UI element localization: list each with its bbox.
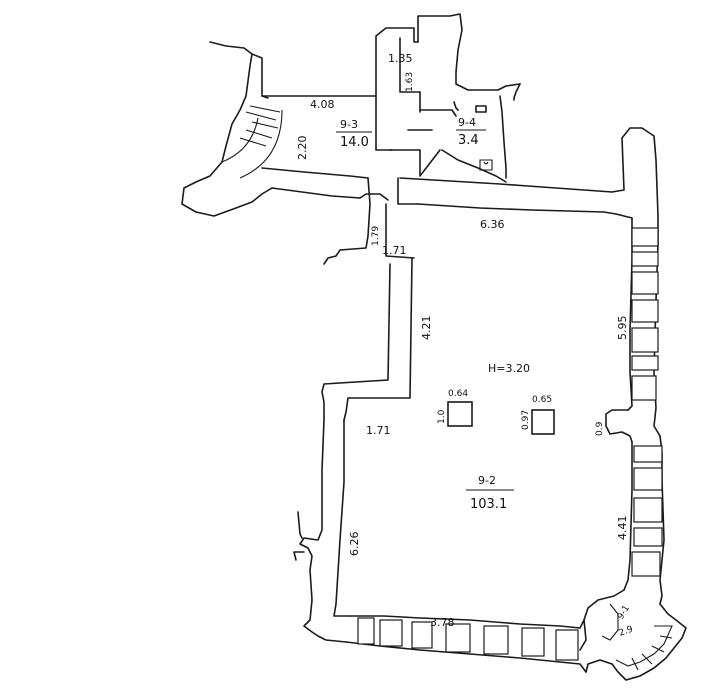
dim-0-64: 0.64 — [448, 389, 468, 399]
room-9-3-id: 9-3 — [340, 118, 358, 131]
dim-0-9: 0.9 — [595, 421, 605, 436]
dim-6-36: 6.36 — [480, 218, 505, 231]
room-9-3-area: 14.0 — [340, 135, 369, 150]
dim-1-63: 1.63 — [405, 72, 415, 92]
column-left — [447, 401, 473, 427]
dim-1-71-top: 1.71 — [382, 244, 407, 257]
room-9-4-id: 9-4 — [458, 116, 476, 129]
dim-1-0: 1.0 — [437, 409, 447, 424]
ceiling-height: H=3.20 — [488, 362, 530, 375]
dim-3-78: 3.78 — [430, 616, 455, 629]
upper-wing-walls — [181, 13, 617, 217]
room-9-4-area: 3.4 — [458, 133, 479, 148]
dim-1-35: 1.35 — [388, 52, 413, 65]
dim-5-95: 5.95 — [616, 316, 629, 341]
room-9-2-id: 9-2 — [478, 474, 496, 487]
dimension-labels: 4.08 1.35 1.63 2.20 6.36 1.79 1.71 4.21 … — [296, 52, 629, 629]
dim-0-65: 0.65 — [532, 395, 552, 405]
dim-1-71-bottom: 1.71 — [366, 424, 391, 437]
windows-bottom — [357, 617, 579, 661]
dim-1-79: 1.79 — [371, 226, 381, 246]
column-right — [531, 409, 555, 435]
columns — [447, 401, 555, 435]
room-labels: 9-3 14.0 9-4 3.4 H=3.20 9-2 103.1 9-1 2.… — [336, 116, 635, 639]
room-9-1-area: 2.9 — [618, 624, 635, 638]
dim-4-21: 4.21 — [420, 316, 433, 341]
room-9-1-id: 9-1 — [616, 604, 632, 622]
dim-0-97: 0.97 — [521, 410, 531, 430]
windows-right — [631, 227, 663, 577]
dim-4-41: 4.41 — [616, 516, 629, 541]
dim-6-26: 6.26 — [348, 532, 361, 557]
dim-2-20: 2.20 — [296, 136, 309, 161]
dim-4-08: 4.08 — [310, 98, 335, 111]
room-9-2-area: 103.1 — [470, 497, 507, 512]
main-hall-walls — [293, 127, 687, 681]
